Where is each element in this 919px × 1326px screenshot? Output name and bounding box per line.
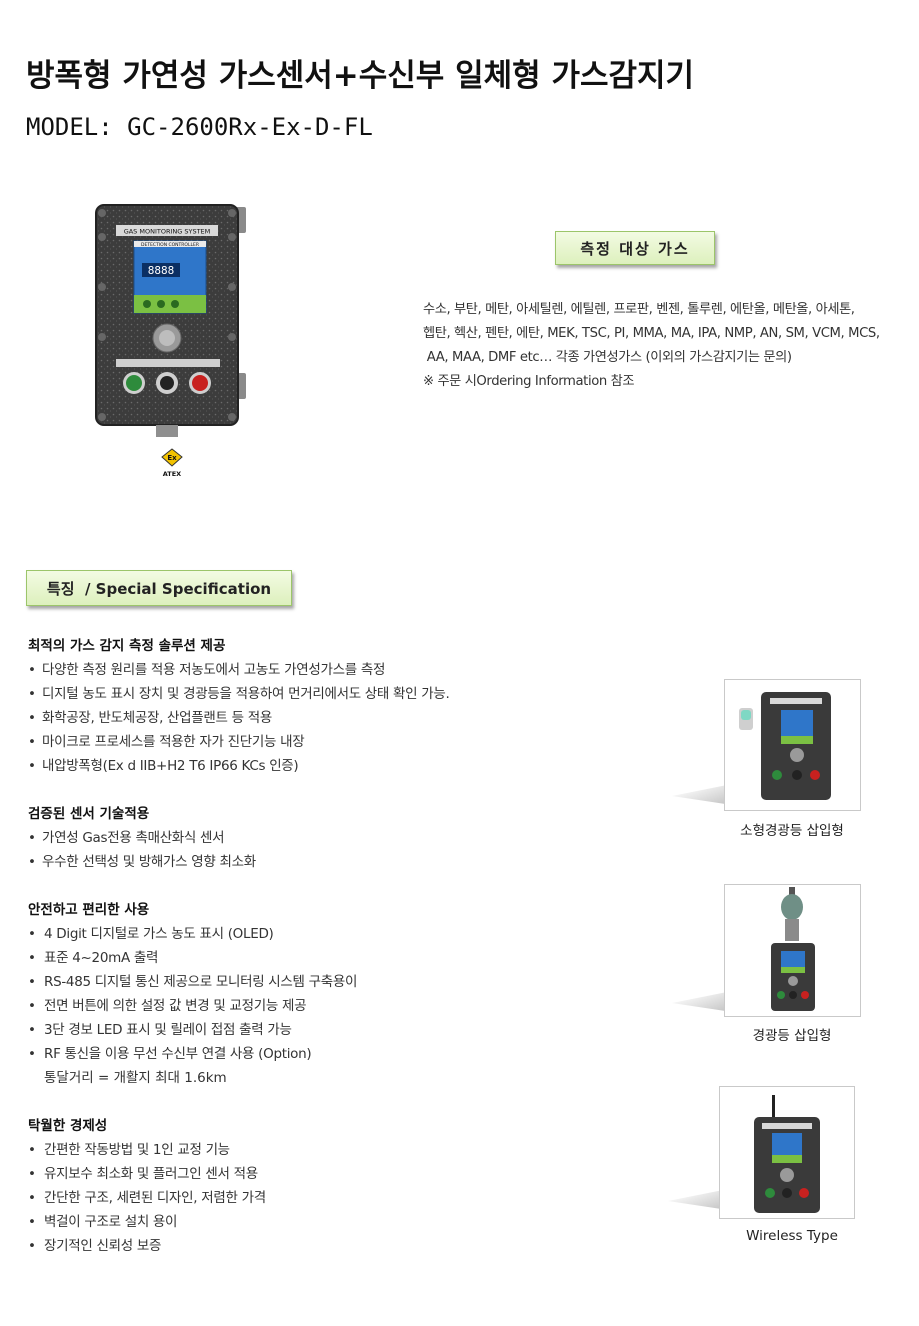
panel-label: GAS MONITORING SYSTEM xyxy=(124,228,211,236)
list-item: •표준 4~20mA 출력 xyxy=(28,950,159,966)
list-item: •RS-485 디지털 통신 제공으로 모니터링 시스템 구축용이 xyxy=(28,974,358,990)
section-heading: 최적의 가스 감지 측정 솔루션 제공 xyxy=(28,638,226,654)
list-item: •RF 통신을 이용 무선 수신부 연결 사용 (Option) xyxy=(28,1046,312,1062)
product-image: GAS MONITORING SYSTEM DETECTION CONTROLL… xyxy=(94,203,246,438)
svg-text:Ex: Ex xyxy=(167,454,177,462)
spec-section-sensor: 검증된 센서 기술적용 •가연성 Gas전용 촉매산화식 센서 •우수한 선택성… xyxy=(28,802,256,874)
target-gas-list: 수소, 부탄, 메탄, 아세틸렌, 에틸렌, 프로판, 벤젠, 톨루렌, 에탄올… xyxy=(423,298,893,394)
list-item: •4 Digit 디지털로 가스 농도 표시 (OLED) xyxy=(28,926,274,942)
atex-logo: Ex ATEX xyxy=(160,448,184,478)
list-item: •다양한 측정 원리를 적용 저농도에서 고농도 가연성가스를 측정 xyxy=(28,662,386,678)
atex-logo-text: ATEX xyxy=(163,470,181,478)
spec-section-economy: 탁월한 경제성 •간편한 작동방법 및 1인 교정 기능 •유지보수 최소화 및… xyxy=(28,1114,266,1258)
page-title: 방폭형 가연성 가스센서+수신부 일체형 가스감지기 xyxy=(26,58,695,94)
section-heading: 탁월한 경제성 xyxy=(28,1118,108,1134)
variant-label: 경광등 삽입형 xyxy=(752,1028,832,1044)
section-heading: 검증된 센서 기술적용 xyxy=(28,806,150,822)
list-item: •우수한 선택성 및 방해가스 영향 최소화 xyxy=(28,854,256,870)
target-gas-title: 측정 대상 가스 xyxy=(555,231,715,265)
gas-line: 수소, 부탄, 메탄, 아세틸렌, 에틸렌, 프로판, 벤젠, 톨루렌, 에탄올… xyxy=(423,302,855,317)
list-item: •가연성 Gas전용 촉매산화식 센서 xyxy=(28,830,225,846)
spec-section-usability: 안전하고 편리한 사용 •4 Digit 디지털로 가스 농도 표시 (OLED… xyxy=(28,898,357,1090)
list-item: •화학공장, 반도체공장, 산업플랜트 등 적용 xyxy=(28,710,272,726)
list-item: •내압방폭형(Ex d IIB+H2 T6 IP66 KCs 인증) xyxy=(28,758,299,774)
list-item: •장기적인 신뢰성 보증 xyxy=(28,1238,162,1254)
model-number: MODEL: GC-2600Rx-Ex-D-FL xyxy=(26,113,373,141)
thumb-shadow xyxy=(672,784,732,805)
section-heading: 안전하고 편리한 사용 xyxy=(28,902,150,918)
variant-image-small-beacon xyxy=(724,679,861,811)
list-item: •유지보수 최소화 및 플러그인 센서 적용 xyxy=(28,1166,258,1182)
gas-line: 헵탄, 헥산, 펜탄, 에탄, MEK, TSC, PI, MMA, MA, I… xyxy=(423,326,880,341)
list-item: •간단한 구조, 세련된 디자인, 저렴한 가격 xyxy=(28,1190,266,1206)
variant-label: Wireless Type xyxy=(746,1228,838,1244)
list-item: •전면 버튼에 의한 설정 값 변경 및 교정기능 제공 xyxy=(28,998,307,1014)
variant-image-beacon xyxy=(724,884,861,1017)
list-item: •3단 경보 LED 표시 및 릴레이 접점 출력 가능 xyxy=(28,1022,292,1038)
controller-label: DETECTION CONTROLLER xyxy=(141,242,199,248)
variant-image-wireless xyxy=(719,1086,855,1219)
spec-section-solution: 최적의 가스 감지 측정 솔루션 제공 •다양한 측정 원리를 적용 저농도에서… xyxy=(28,634,450,778)
list-item: •마이크로 프로세스를 적용한 자가 진단기능 내장 xyxy=(28,734,305,750)
spec-title: 특징 / Special Specification xyxy=(26,570,292,606)
gas-note: ※ 주문 시Ordering Information 참조 xyxy=(423,374,635,389)
list-item: •간편한 작동방법 및 1인 교정 기능 xyxy=(28,1142,230,1158)
range-note: 통달거리 = 개활지 최대 1.6km xyxy=(44,1070,227,1086)
thumb-shadow xyxy=(672,991,732,1012)
list-item: •벽걸이 구조로 설치 용이 xyxy=(28,1214,178,1230)
list-item: •디지털 농도 표시 장치 및 경광등을 적용하여 먼거리에서도 상태 확인 가… xyxy=(28,686,450,702)
variant-label: 소형경광등 삽입형 xyxy=(740,823,844,839)
display-readout: 8888 xyxy=(148,264,175,277)
gas-line: AA, MAA, DMF etc… 각종 가연성가스 (이외의 가스감지기는 문… xyxy=(423,350,792,365)
